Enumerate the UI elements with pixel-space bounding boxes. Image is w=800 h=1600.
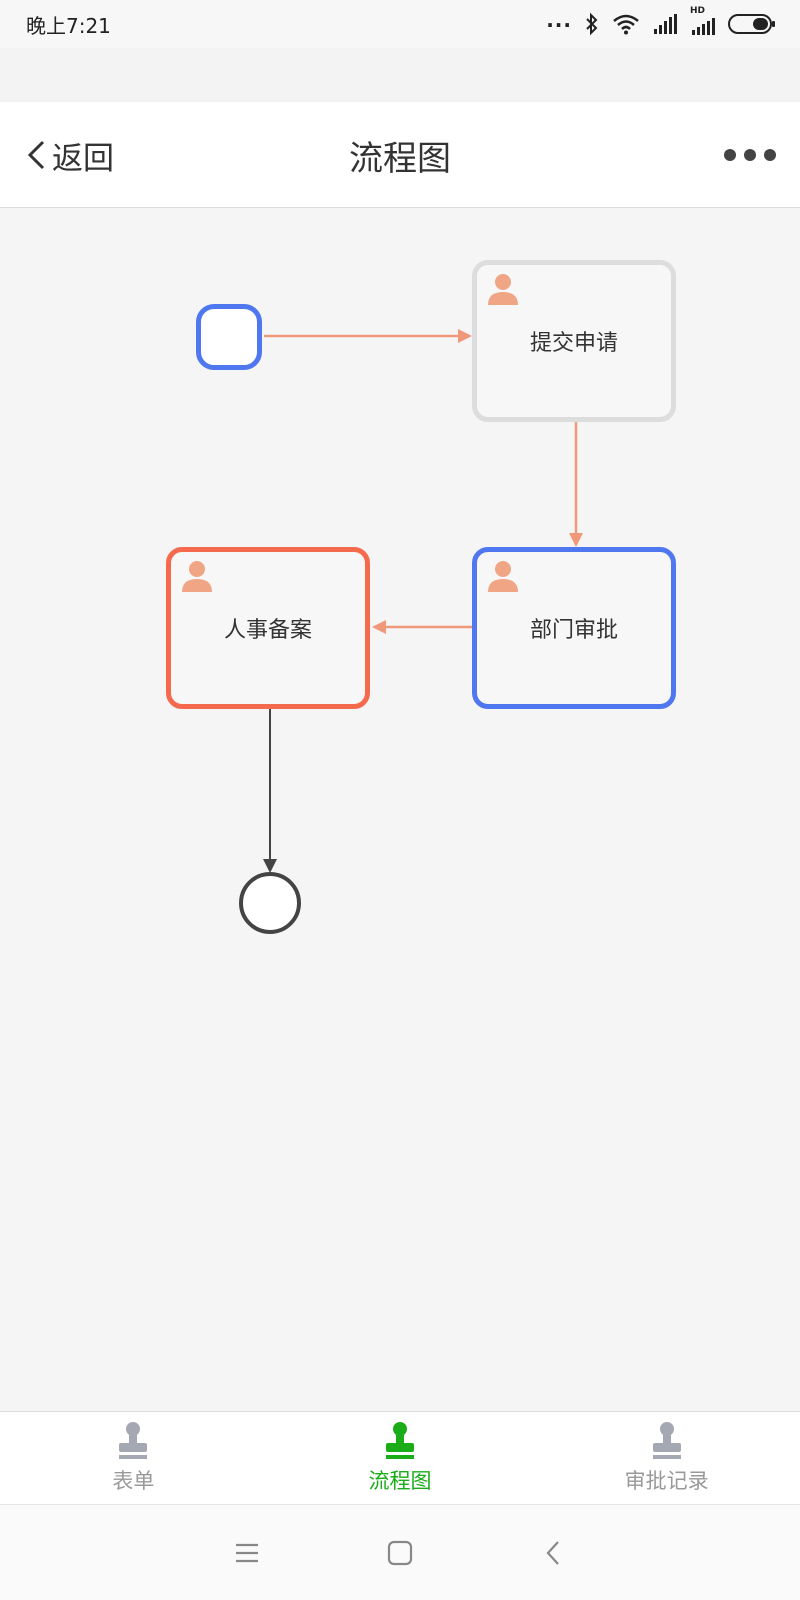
task-node-dept-approval[interactable]: 部门审批 bbox=[472, 547, 676, 709]
person-icon bbox=[488, 274, 518, 305]
end-event-node[interactable] bbox=[239, 872, 301, 934]
flow-diagram: 提交申请 部门审批 人事备案 bbox=[0, 209, 800, 1411]
status-spacer bbox=[0, 48, 800, 102]
task-node-hr-filing[interactable]: 人事备案 bbox=[166, 547, 370, 709]
task-node-submit[interactable]: 提交申请 bbox=[472, 260, 676, 422]
tab-label: 表单 bbox=[112, 1469, 155, 1493]
cellular-signal-icon bbox=[652, 13, 678, 35]
stamp-icon bbox=[386, 1422, 414, 1459]
back-button[interactable]: 返回 bbox=[26, 102, 114, 208]
tab-bar: 表单 流程图 审批记录 bbox=[0, 1411, 800, 1505]
status-bar: 晚上7:21 ... bbox=[0, 0, 800, 48]
status-time: 晚上7:21 bbox=[26, 13, 111, 38]
hd-label: HD bbox=[690, 6, 706, 16]
person-icon bbox=[488, 561, 518, 592]
nav-bar: 返回 流程图 bbox=[0, 102, 800, 208]
more-dots-icon[interactable] bbox=[724, 102, 776, 208]
more-status-icon: ... bbox=[546, 8, 572, 32]
back-icon[interactable] bbox=[533, 1533, 573, 1573]
page-title: 流程图 bbox=[349, 138, 451, 179]
task-label: 提交申请 bbox=[529, 331, 618, 356]
stamp-icon bbox=[119, 1422, 148, 1459]
hd-signal-icon: HD bbox=[690, 6, 716, 36]
tab-form[interactable]: 表单 bbox=[0, 1412, 267, 1504]
tab-label: 审批记录 bbox=[624, 1469, 709, 1493]
home-icon[interactable] bbox=[380, 1533, 420, 1573]
tab-approval-records[interactable]: 审批记录 bbox=[533, 1412, 800, 1504]
menu-icon[interactable] bbox=[227, 1533, 267, 1573]
chevron-left-icon bbox=[27, 140, 45, 170]
wifi-icon bbox=[612, 13, 640, 35]
bluetooth-icon bbox=[584, 12, 600, 36]
back-label: 返回 bbox=[52, 140, 114, 177]
tab-flowchart[interactable]: 流程图 bbox=[267, 1412, 534, 1504]
stamp-icon bbox=[652, 1422, 681, 1459]
person-icon bbox=[182, 561, 212, 592]
start-event-node[interactable] bbox=[196, 304, 262, 370]
status-icons: ... bbox=[546, 6, 776, 36]
flow-edges bbox=[263, 329, 583, 873]
tab-label: 流程图 bbox=[368, 1469, 432, 1493]
task-label: 人事备案 bbox=[223, 618, 312, 643]
system-nav-bar bbox=[0, 1505, 800, 1600]
battery-icon bbox=[728, 13, 776, 35]
task-label: 部门审批 bbox=[529, 618, 618, 643]
